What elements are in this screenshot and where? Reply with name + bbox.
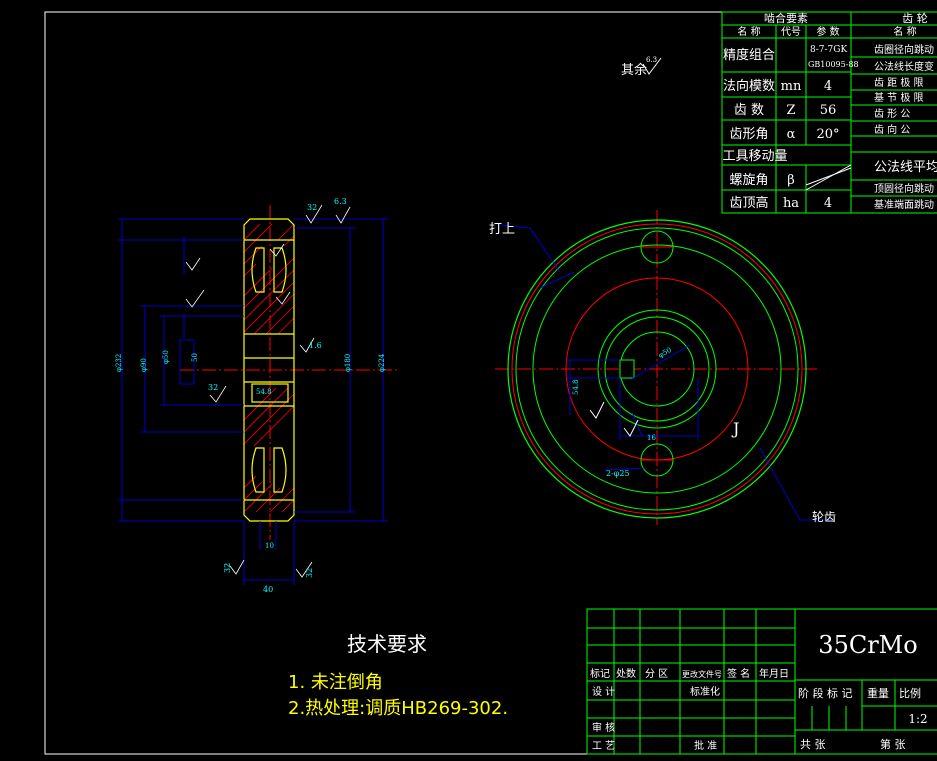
table-col-name: 名 称 — [737, 25, 760, 38]
rough-label-6: 1.6 — [309, 341, 322, 350]
right-row-5: 齿 形 公 — [874, 108, 910, 120]
hub-outer-circle — [597, 309, 717, 429]
tech-requirements: 技术要求 1. 未注倒角 2.热处理:调质HB269-302. — [288, 632, 508, 719]
tb-zone: 分 区 — [645, 668, 668, 680]
drawing-frame — [44, 11, 937, 755]
tb-change-doc: 更改文件号 — [682, 669, 722, 679]
keyway-width-label: 16 — [647, 434, 656, 442]
front-rough-symbol-1 — [589, 401, 605, 419]
keyway-depth-label: 54.8 — [256, 388, 272, 396]
right-row-6: 齿 向 公 — [874, 123, 910, 136]
row-pressure-value: 20° — [816, 127, 839, 142]
row-addendum-name: 齿顶高 — [729, 195, 768, 211]
section-dimensions — [118, 218, 388, 585]
dim-ring-label: φ180 — [344, 354, 352, 372]
right-row-4: 基 节 极 限 — [874, 91, 924, 104]
right-row-2: 公法线长度变 — [874, 60, 934, 73]
row-teeth-name: 齿 数 — [734, 103, 764, 118]
dim-d-label: φ224 — [378, 353, 386, 372]
pitch-circle — [511, 223, 803, 515]
tb-count: 处数 — [616, 667, 636, 680]
tech-req-title: 技术要求 — [347, 632, 427, 656]
table-right-col-name: 名 称 — [893, 25, 916, 38]
row-helix-code: β — [787, 173, 795, 188]
tech-req-item-1: 1. 未注倒角 — [288, 672, 383, 693]
row-precision-value2: GB10095-88 — [808, 60, 859, 69]
tb-design: 设 计 — [592, 685, 615, 698]
section-outline — [243, 218, 295, 522]
rim-inner-circle — [532, 244, 782, 494]
rough-label-1: 32 — [307, 203, 317, 212]
table-col-code: 代号 — [781, 26, 801, 38]
dim-hub-label: 50 — [191, 353, 199, 362]
tb-review: 审 核 — [592, 721, 615, 734]
row-module-value: 4 — [824, 79, 832, 94]
hub-inner-circle — [604, 316, 710, 422]
tb-weight: 重量 — [867, 686, 889, 700]
table-header-right: 齿 轮 — [902, 11, 928, 25]
row-shift-name: 工具移动量 — [722, 149, 787, 164]
tb-approve: 批 准 — [694, 739, 717, 752]
gear-section-view: 32 6.3 32 32 32 1.6 54.8 40 10 φ232 φ90 … — [115, 197, 400, 594]
row-pressure-name: 齿形角 — [729, 127, 768, 142]
tech-req-item-2: 2.热处理:调质HB269-302. — [288, 698, 508, 719]
keyway — [619, 359, 635, 379]
row-addendum-value: 4 — [824, 196, 832, 211]
front-rough-symbol-2 — [623, 419, 639, 437]
right-row-3: 齿 距 极 限 — [874, 76, 924, 89]
rough-label-2: 6.3 — [334, 197, 347, 206]
front-view-dimensions — [499, 224, 833, 521]
rough-label-4: 32 — [223, 563, 232, 573]
row-precision-name: 精度组合 — [723, 47, 775, 63]
tb-sign: 签 名 — [727, 667, 750, 680]
right-row-1: 齿圈径向跳动 — [874, 43, 934, 56]
right-row-9: 基准端面跳动 — [874, 198, 934, 211]
row-pressure-code: α — [787, 127, 796, 142]
row-teeth-code: Z — [786, 103, 795, 118]
tb-sheet-no: 第 张 — [880, 737, 906, 751]
row-precision-value: 8-7-7GK — [810, 45, 847, 55]
gear-front-view: 打上 轮齿 2-φ25 J 16 54.8 φ50 — [489, 210, 836, 525]
dim-width-label: 40 — [263, 585, 273, 594]
teeth-note: 轮齿 — [812, 510, 836, 524]
row-module-code: mn — [781, 79, 802, 94]
section-mark-j: J — [731, 419, 739, 438]
roughness-other-value: 6.3 — [646, 56, 657, 64]
stamp-note: 打上 — [489, 222, 515, 237]
tb-scale-label: 比例 — [899, 686, 921, 700]
root-circle — [515, 227, 799, 511]
right-row-8: 顶圆径向跳动 — [874, 182, 934, 195]
row-addendum-code: ha — [783, 196, 799, 211]
holes-note: 2-φ25 — [606, 469, 630, 478]
tb-mark: 标记 — [590, 668, 610, 680]
row-helix-name: 螺旋角 — [729, 173, 768, 188]
tb-material: 35CrMo — [818, 631, 917, 659]
title-block: 标记 处数 分 区 更改文件号 签 名 年月日 设 计 标准化 审 核 工 艺 … — [586, 608, 937, 755]
rough-label-3: 32 — [208, 383, 218, 392]
roughness-other-note: 其余 6.3 — [621, 56, 662, 78]
tb-stage-mark: 阶 段 标 记 — [798, 686, 853, 700]
row-teeth-value: 56 — [820, 103, 837, 118]
keyway-depth-front: 54.8 — [572, 379, 580, 395]
row-module-name: 法向模数 — [723, 78, 775, 94]
dim-bore-label: φ50 — [162, 350, 170, 364]
tb-process: 工 艺 — [592, 740, 615, 752]
dim-hubd-label: φ90 — [140, 358, 148, 372]
right-row-7: 公法线平均 — [874, 160, 937, 175]
tip-circle — [507, 219, 807, 519]
table-header-left: 啮合要素 — [764, 11, 808, 25]
gear-parameter-table: 啮合要素 齿 轮 名 称 代号 参 数 名 称 精度组合 8-7-7GK GB1… — [721, 11, 937, 214]
roughness-other-label: 其余 — [621, 62, 647, 78]
tb-date: 年月日 — [759, 667, 789, 680]
section-roughness-symbols — [185, 204, 351, 578]
rough-label-5: 32 — [305, 568, 314, 578]
table-col-param: 参 数 — [816, 25, 839, 38]
dim-da-label: φ232 — [115, 354, 123, 372]
dim-web-label: 10 — [265, 542, 274, 550]
tb-scale-value: 1:2 — [908, 712, 927, 726]
tb-total-sheets: 共 张 — [800, 738, 826, 751]
tb-standardize: 标准化 — [690, 685, 720, 698]
